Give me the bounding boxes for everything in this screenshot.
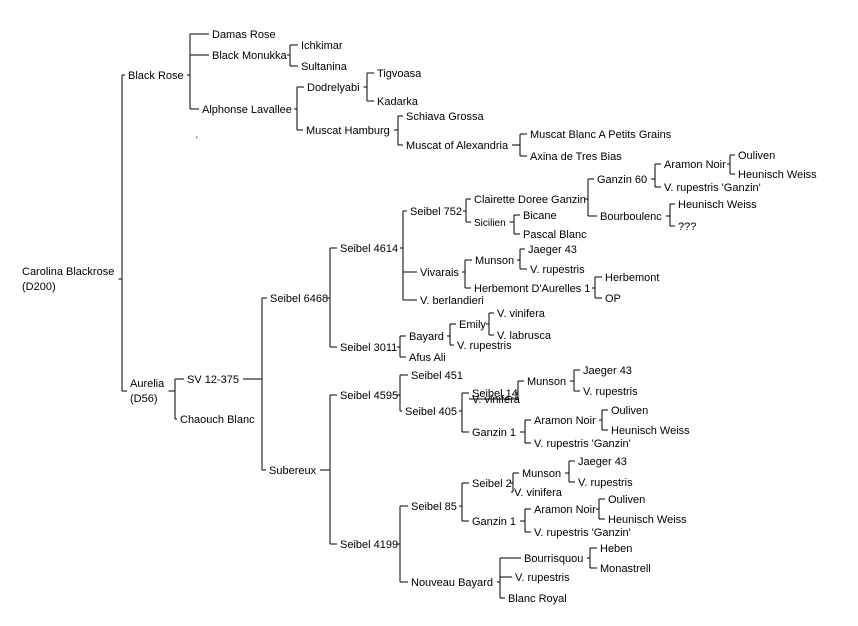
node-seibel-2: Seibel 2: [472, 478, 512, 490]
node-aramon-noir: Aramon Noir: [664, 159, 726, 171]
node-v-berlandieri: V. berlandieri: [420, 295, 484, 307]
node-ganzin-1: Ganzin 1: [472, 516, 516, 528]
node-nouveau-bayard: Nouveau Bayard: [411, 577, 493, 589]
node-axina-de-tres-bias: Axina de Tres Bias: [530, 151, 622, 163]
node-afus-ali: Afus Ali: [409, 352, 446, 364]
node-carolina-blackrose: Carolina Blackrose: [22, 266, 114, 278]
node-kadarka: Kadarka: [377, 96, 419, 108]
node-dodrelyabi: Dodrelyabi: [307, 82, 360, 94]
node-seibel-14: Seibel 14: [472, 388, 518, 400]
node-v-rupestris: V. rupestris: [457, 340, 512, 352]
tree-connectors: [118, 33, 735, 599]
node-emily: Emily: [459, 319, 486, 331]
node-munson: Munson: [522, 468, 561, 480]
node-seibel-4614: Seibel 4614: [340, 243, 398, 255]
node-heunisch-weiss: Heunisch Weiss: [611, 425, 690, 437]
node-seibel-4199: Seibel 4199: [340, 539, 398, 551]
node-vivarais: Vivarais: [420, 267, 459, 279]
node-subereux: Subereux: [269, 465, 317, 477]
node-heben: Heben: [600, 543, 632, 555]
node-seibel-451: Seibel 451: [411, 370, 463, 382]
node-black-rose: Black Rose: [128, 70, 184, 82]
node-bayard: Bayard: [409, 331, 444, 343]
node-chaouch-blanc: Chaouch Blanc: [180, 414, 255, 426]
node-clairette-doree-ganzin: Clairette Doree Ganzin: [474, 194, 586, 206]
node-ouliven: Ouliven: [608, 494, 645, 506]
node-bicane: Bicane: [523, 210, 557, 222]
node-blanc-royal: Blanc Royal: [508, 593, 567, 605]
node-alphonse-lavallee: Alphonse Lavallee: [202, 104, 292, 116]
node-v-vinifera: V. vinifera: [497, 308, 546, 320]
node-munson: Munson: [475, 255, 514, 267]
node-v-rupestris: V. rupestris: [578, 477, 633, 489]
node-seibel-4595: Seibel 4595: [340, 390, 398, 402]
node-jaeger-43: Jaeger 43: [528, 244, 577, 256]
node-v-rupestris-ganzin: V. rupestris 'Ganzin': [534, 527, 631, 539]
node-black-monukka: Black Monukka: [212, 50, 287, 62]
node-damas-rose: Damas Rose: [212, 29, 276, 41]
node-muscat-of-alexandria: Muscat of Alexandria: [406, 140, 509, 152]
node-sicilien: Sicilien: [474, 218, 506, 229]
tree-labels: Carolina Blackrose (D200) Black Rose Damas …: [22, 29, 817, 605]
node-muscat-hamburg: Muscat Hamburg: [306, 125, 390, 137]
node-munson: Munson: [527, 376, 566, 388]
node-d200: (D200): [22, 281, 56, 293]
node-seibel-405: Seibel 405: [405, 406, 457, 418]
node-seibel-752: Seibel 752: [410, 206, 462, 218]
node-sv-12-375: SV 12-375: [187, 374, 239, 386]
node-ganzin-1: Ganzin 1: [472, 427, 516, 439]
node-seibel-85: Seibel 85: [411, 501, 457, 513]
node-ichkimar: Ichkimar: [301, 40, 343, 52]
node-v-rupestris: V. rupestris: [530, 264, 585, 276]
node-op: OP: [605, 293, 621, 305]
node-v-labrusca: V. labrusca: [497, 330, 552, 342]
node-pascal-blanc: Pascal Blanc: [523, 229, 587, 241]
node-monastrell: Monastrell: [600, 563, 651, 575]
node-seibel-6468: Seibel 6468: [270, 293, 328, 305]
node-aurelia: Aurelia: [130, 378, 165, 390]
node-v-rupestris-ganzin: V. rupestris 'Ganzin': [534, 438, 631, 450]
node-muscat-blanc-a-petits-grains: Muscat Blanc A Petits Grains: [530, 129, 672, 141]
node-heunisch-weiss: Heunisch Weiss: [738, 169, 817, 181]
node-heunisch-weiss: Heunisch Weiss: [678, 199, 757, 211]
node-aramon-noir: Aramon Noir: [534, 415, 596, 427]
node-seibel-3011: Seibel 3011: [340, 342, 397, 354]
node-tigvoasa: Tigvoasa: [377, 68, 422, 80]
stray-mark: ': [196, 135, 198, 145]
node-bourrisquou: Bourrisquou: [524, 553, 583, 565]
node-d56: (D56): [130, 393, 158, 405]
node-v-vinifera: V. vinifera: [514, 487, 563, 499]
node-v-rupestris-ganzin: V. rupestris 'Ganzin': [664, 182, 761, 194]
node-sultanina: Sultanina: [301, 61, 348, 73]
node-: ???: [678, 221, 696, 233]
node-jaeger-43: Jaeger 43: [578, 456, 627, 468]
node-ganzin-60: Ganzin 60: [597, 174, 647, 186]
node-herbemont-d-aurelles-1: Herbemont D'Aurelles 1: [474, 283, 590, 295]
node-v-rupestris: V. rupestris: [515, 572, 570, 584]
node-ouliven: Ouliven: [738, 150, 775, 162]
node-bourboulenc: Bourboulenc: [600, 211, 662, 223]
node-jaeger-43: Jaeger 43: [583, 365, 632, 377]
node-herbemont: Herbemont: [605, 272, 659, 284]
node-schiava-grossa: Schiava Grossa: [406, 111, 485, 123]
node-ouliven: Ouliven: [611, 405, 648, 417]
node-v-vinifera: V. vinifera: [472, 394, 521, 406]
node-heunisch-weiss: Heunisch Weiss: [608, 514, 687, 526]
node-v-rupestris: V. rupestris: [583, 386, 638, 398]
node-aramon-noir: Aramon Noir: [534, 504, 596, 516]
